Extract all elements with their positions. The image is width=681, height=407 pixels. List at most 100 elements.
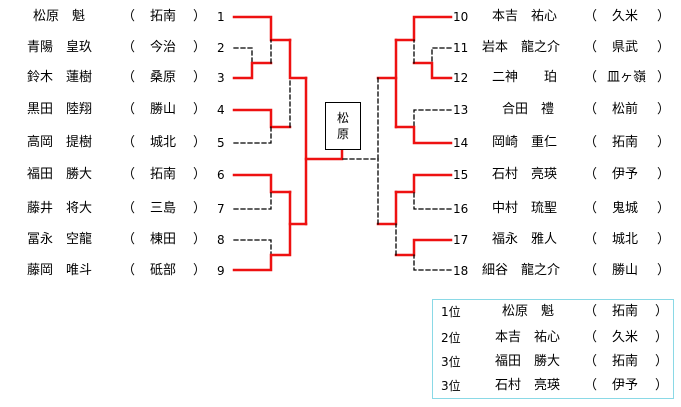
player-seed: 10: [453, 10, 469, 24]
paren-close: ）: [657, 167, 671, 182]
result-rank: 3位: [441, 355, 461, 369]
player-seed: 16: [453, 202, 469, 216]
paren-open: （: [584, 40, 598, 55]
player-seed: 9: [217, 264, 225, 278]
player-seed: 3: [217, 71, 225, 85]
player-school: 伊予: [612, 167, 639, 182]
paren-close: ）: [657, 9, 671, 24]
paren-open: （: [122, 40, 136, 55]
result-school: 拓南: [612, 354, 639, 369]
player-seed: 13: [453, 103, 469, 117]
paren-open: （: [584, 232, 598, 247]
player-school: 城北: [612, 232, 639, 247]
result-name: 石村 亮瑛: [495, 378, 561, 393]
paren-open: （: [122, 167, 136, 182]
player-seed: 14: [453, 136, 469, 150]
result-rank: 2位: [441, 331, 461, 345]
champion-box: 松 原: [325, 102, 361, 150]
player-seed: 11: [453, 41, 469, 55]
player-name: 藤岡 唯斗: [27, 263, 93, 278]
player-school: 拓南: [612, 135, 639, 150]
paren-close: ）: [657, 263, 671, 278]
player-name: 福永 雅人: [492, 232, 558, 247]
paren-open: （: [584, 167, 598, 182]
paren-open: （: [122, 232, 136, 247]
paren-open: （: [122, 70, 136, 85]
paren-close: ）: [657, 102, 671, 117]
player-school: 拓南: [150, 9, 177, 24]
paren-close: ）: [193, 102, 207, 117]
player-school: 県武: [612, 40, 639, 55]
paren-open: （: [584, 304, 598, 319]
player-name: 岡崎 重仁: [492, 135, 558, 150]
paren-open: （: [584, 102, 598, 117]
result-school: 伊予: [612, 378, 639, 393]
result-school: 久米: [612, 330, 639, 345]
player-seed: 17: [453, 233, 469, 247]
paren-close: ）: [655, 378, 669, 393]
paren-open: （: [584, 263, 598, 278]
player-school: 勝山: [150, 102, 177, 117]
player-name: 黒田 陸翔: [27, 102, 93, 117]
paren-open: （: [122, 263, 136, 278]
player-school: 皿ヶ嶺: [607, 70, 647, 85]
player-seed: 5: [217, 136, 225, 150]
result-name: 本吉 祐心: [495, 330, 561, 345]
paren-close: ）: [193, 9, 207, 24]
result-rank: 3位: [441, 379, 461, 393]
paren-open: （: [122, 102, 136, 117]
paren-open: （: [122, 135, 136, 150]
player-name: 石村 亮瑛: [492, 167, 558, 182]
paren-close: ）: [193, 263, 207, 278]
player-school: 今治: [150, 40, 177, 55]
player-seed: 18: [453, 264, 469, 278]
paren-close: ）: [655, 304, 669, 319]
player-school: 久米: [612, 9, 639, 24]
paren-open: （: [122, 9, 136, 24]
paren-close: ）: [657, 70, 671, 85]
player-name: 合田 禮: [502, 102, 555, 117]
paren-open: （: [584, 201, 598, 216]
paren-open: （: [584, 330, 598, 345]
player-seed: 2: [217, 41, 225, 55]
paren-open: （: [584, 354, 598, 369]
paren-close: ）: [193, 201, 207, 216]
paren-open: （: [584, 378, 598, 393]
player-name: 藤井 将大: [27, 201, 93, 216]
paren-close: ）: [193, 167, 207, 182]
result-school: 拓南: [612, 304, 639, 319]
paren-open: （: [584, 70, 598, 85]
player-name: 細谷 龍之介: [482, 263, 561, 278]
player-school: 棟田: [150, 232, 177, 247]
paren-close: ）: [193, 40, 207, 55]
player-seed: 1: [217, 10, 225, 24]
player-name: 福田 勝大: [27, 167, 93, 182]
player-school: 城北: [150, 135, 177, 150]
player-school: 三島: [150, 201, 177, 216]
player-school: 鬼城: [612, 201, 639, 216]
champion-name-line1: 松: [336, 111, 349, 125]
player-name: 中村 琉聖: [492, 201, 558, 216]
result-name: 松原 魁: [502, 304, 555, 319]
player-seed: 7: [217, 202, 225, 216]
player-name: 鈴木 蓮樹: [27, 70, 93, 85]
player-school: 砥部: [150, 263, 177, 278]
player-seed: 12: [453, 71, 469, 85]
result-rank: 1位: [441, 305, 461, 319]
paren-close: ）: [657, 232, 671, 247]
player-name: 松原 魁: [33, 9, 86, 24]
player-seed: 6: [217, 168, 225, 182]
player-seed: 4: [217, 103, 225, 117]
player-school: 桑原: [150, 70, 177, 85]
player-seed: 8: [217, 233, 225, 247]
player-name: 二神 珀: [492, 70, 558, 85]
player-school: 勝山: [612, 263, 639, 278]
results-box: [432, 299, 674, 399]
player-school: 拓南: [150, 167, 177, 182]
player-name: 青陽 皇玖: [27, 40, 93, 55]
player-name: 冨永 空龍: [27, 232, 93, 247]
paren-close: ）: [193, 70, 207, 85]
player-name: 高岡 提樹: [27, 135, 93, 150]
paren-open: （: [122, 201, 136, 216]
paren-close: ）: [655, 354, 669, 369]
